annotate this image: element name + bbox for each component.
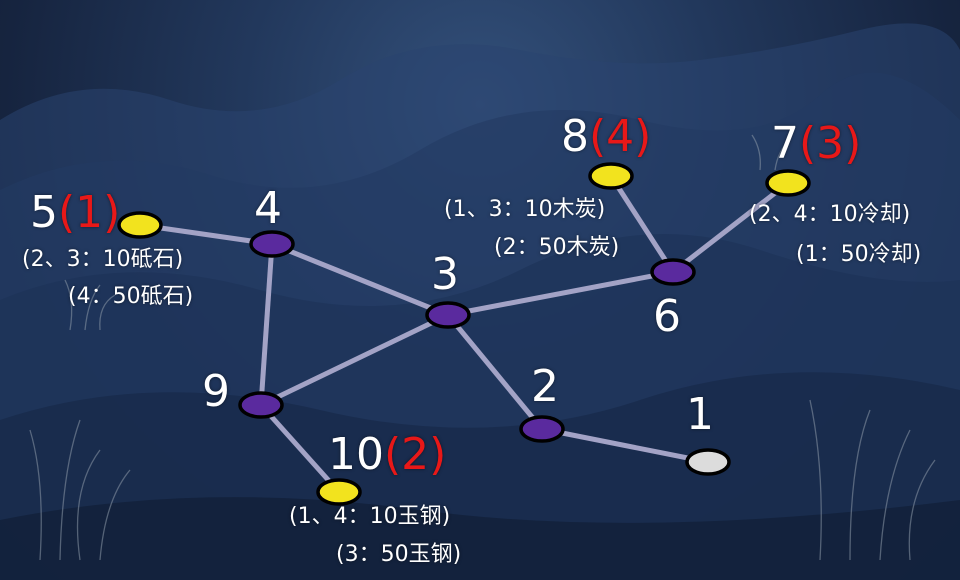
- node-3[interactable]: [425, 301, 471, 329]
- node-number: 4: [254, 183, 282, 234]
- reward-note: (4：50砥石): [68, 284, 194, 309]
- reward-note: (1：50冷却): [796, 242, 922, 267]
- reward-note: (2：50木炭): [494, 235, 620, 260]
- node-number: 6: [653, 291, 681, 342]
- node-number: 2: [531, 361, 559, 412]
- node-order-tag: (4): [589, 111, 652, 162]
- edge-3-2: [446, 313, 544, 431]
- edge-9-10: [259, 403, 341, 494]
- node-number: 7: [771, 118, 799, 169]
- node-label-5: 5(1): [30, 191, 120, 235]
- node-label-9: 9: [202, 370, 230, 414]
- reward-note: (2、3：10砥石): [22, 247, 184, 272]
- node-10[interactable]: [316, 478, 362, 506]
- node-label-2: 2: [531, 365, 559, 409]
- node-order-tag: (1): [58, 187, 121, 238]
- reward-note: (2、4：10冷却): [749, 202, 911, 227]
- edge-3-6: [447, 269, 674, 318]
- reward-note: (3：50玉钢): [336, 542, 462, 567]
- node-8[interactable]: [588, 162, 634, 190]
- node-number: 5: [30, 187, 58, 238]
- edge-6-8: [608, 174, 676, 274]
- node-6[interactable]: [650, 258, 696, 286]
- reward-note: (1、4：10玉钢): [289, 504, 451, 529]
- node-label-10: 10(2): [328, 433, 446, 477]
- node-order-tag: (3): [799, 118, 862, 169]
- edge-6-7: [671, 181, 790, 274]
- node-number: 1: [686, 389, 714, 440]
- node-number: 10: [328, 429, 384, 480]
- node-label-1: 1: [686, 393, 714, 437]
- node-label-6: 6: [653, 295, 681, 339]
- node-number: 3: [431, 249, 459, 300]
- node-2[interactable]: [519, 415, 565, 443]
- node-label-4: 4: [254, 187, 282, 231]
- node-label-8: 8(4): [561, 115, 651, 159]
- node-number: 9: [202, 366, 230, 417]
- edge-9-3: [259, 312, 450, 408]
- node-number: 8: [561, 111, 589, 162]
- edge-2-1: [541, 426, 709, 465]
- node-1[interactable]: [685, 448, 731, 476]
- edge-4-9: [258, 243, 275, 406]
- node-4[interactable]: [249, 230, 295, 258]
- node-7[interactable]: [765, 169, 811, 197]
- node-order-tag: (2): [384, 429, 447, 480]
- edge-4-3: [271, 241, 449, 318]
- node-label-3: 3: [431, 253, 459, 297]
- node-5[interactable]: [117, 211, 163, 239]
- node-9[interactable]: [238, 391, 284, 419]
- reward-note: (1、3：10木炭): [444, 197, 606, 222]
- node-label-7: 7(3): [771, 122, 861, 166]
